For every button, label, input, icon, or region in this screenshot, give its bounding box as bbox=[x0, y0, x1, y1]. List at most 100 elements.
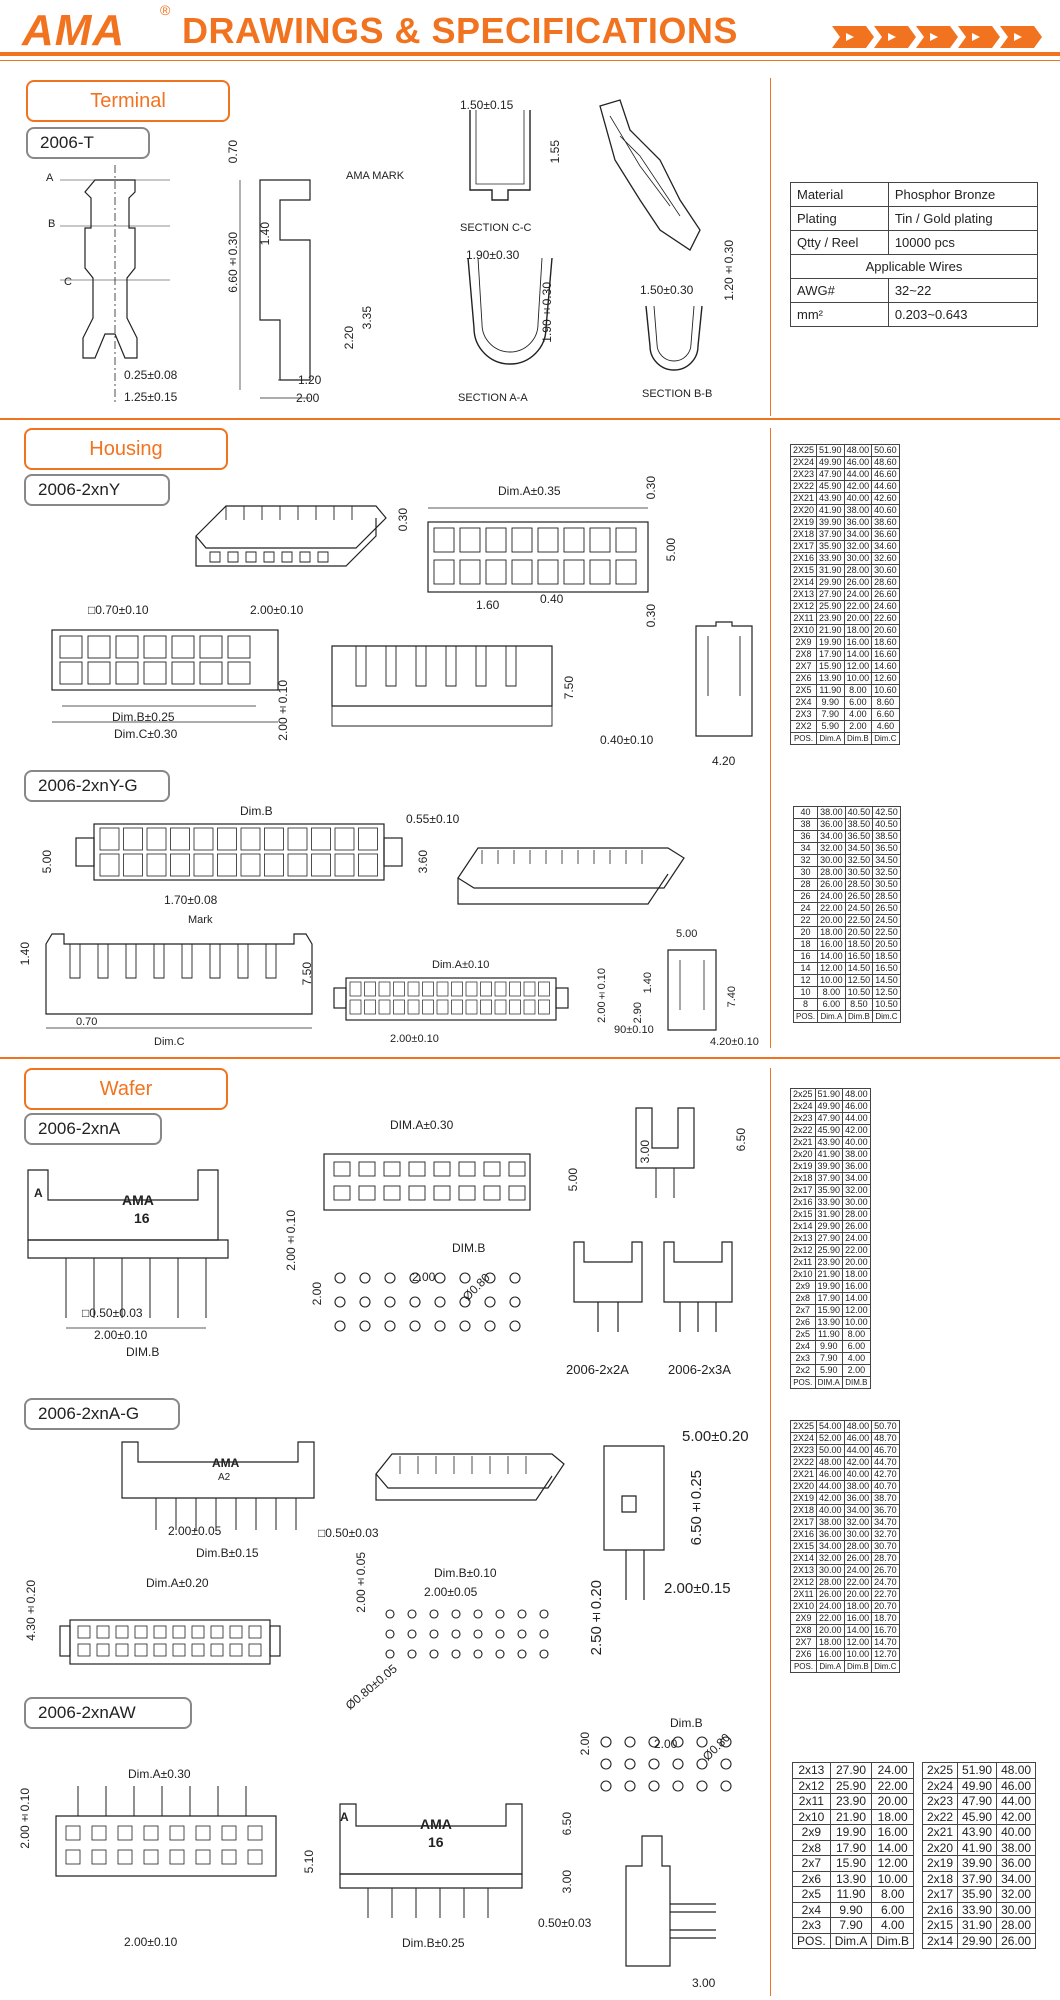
dim-label: 2.00±0.10 bbox=[390, 1033, 439, 1045]
table-cell: 20.50 bbox=[872, 938, 901, 951]
table-header-cell: Dim.C bbox=[872, 1010, 901, 1023]
table-cell: 19.90 bbox=[814, 1280, 844, 1293]
table-cell: 28.50 bbox=[844, 878, 874, 891]
table-cell: 16 bbox=[792, 950, 819, 963]
table-cell: 2X17 bbox=[789, 1516, 818, 1529]
table-header-cell: POS. bbox=[789, 732, 818, 745]
table-header-cell: DIM.A bbox=[814, 1376, 844, 1389]
dim-label: Dim.A±0.20 bbox=[146, 1576, 209, 1590]
table-cell: 8.50 bbox=[844, 998, 874, 1011]
table-cell: 21.90 bbox=[816, 624, 845, 637]
table-cell: 48.70 bbox=[871, 1432, 900, 1445]
table-cell: 16.00 bbox=[843, 636, 873, 649]
table-cell: 2x3 bbox=[792, 1917, 831, 1934]
dim-label: 1.40 bbox=[18, 942, 32, 966]
table-cell: 24.00 bbox=[817, 890, 846, 903]
table-cell: 46.00 bbox=[843, 456, 873, 469]
section-aa-label: SECTION A-A bbox=[458, 392, 528, 404]
dim-label: Dim.B±0.25 bbox=[402, 1936, 465, 1950]
table-cell: 17.90 bbox=[814, 1292, 844, 1305]
table-cell: 48.00 bbox=[843, 444, 873, 457]
label-b: B bbox=[48, 218, 56, 230]
table-cell: 16.00 bbox=[817, 938, 846, 951]
table-cell: 40 bbox=[792, 806, 819, 819]
table-cell: 2X7 bbox=[789, 1636, 818, 1649]
dim-label: 7.50 bbox=[562, 676, 576, 700]
table-cell: 28.60 bbox=[871, 576, 900, 589]
table-cell: 26 bbox=[792, 890, 819, 903]
table-cell: 38.50 bbox=[872, 830, 901, 843]
table-cell: 2X9 bbox=[789, 1612, 818, 1625]
table-cell: 47.90 bbox=[816, 468, 845, 481]
table-cell: 18.60 bbox=[871, 636, 900, 649]
wafer-g-side-view bbox=[596, 1436, 676, 1616]
housing-g-iso-view bbox=[452, 838, 692, 918]
wafer-front-view bbox=[22, 1164, 262, 1354]
table-cell: 2X24 bbox=[789, 456, 818, 469]
table-cell: 20.70 bbox=[871, 1600, 900, 1613]
table-cell: 34.50 bbox=[844, 842, 874, 855]
table-cell: 20.00 bbox=[816, 1624, 845, 1637]
table-cell: 42.00 bbox=[842, 1124, 871, 1137]
dim-label: Dim.C bbox=[154, 1036, 185, 1048]
table-cell: 22.50 bbox=[844, 914, 874, 927]
table-cell: 30.70 bbox=[871, 1540, 900, 1553]
table-cell: 14.00 bbox=[842, 1292, 871, 1305]
table-cell: 2X15 bbox=[789, 1540, 818, 1553]
housing-iso-view bbox=[190, 496, 390, 576]
table-cell: 48.00 bbox=[842, 1088, 871, 1101]
table-cell: 23.90 bbox=[814, 1256, 844, 1269]
table-header-cell: Dim.A bbox=[816, 1660, 845, 1673]
section-divider bbox=[0, 418, 1060, 420]
table-cell: 10.50 bbox=[872, 998, 901, 1011]
table-cell: 15.90 bbox=[816, 660, 845, 673]
table-cell: 22.00 bbox=[871, 1777, 915, 1794]
terminal-iso-view bbox=[590, 96, 710, 256]
table-cell: 30.50 bbox=[844, 866, 874, 879]
housing-g-top-view bbox=[70, 816, 410, 886]
table-cell: 2.00 bbox=[843, 720, 873, 733]
table-cell: 26.50 bbox=[844, 890, 874, 903]
table-cell: 2X23 bbox=[789, 468, 818, 481]
housing-bottom-view bbox=[46, 620, 286, 730]
dim-label: DIM.B bbox=[452, 1241, 486, 1255]
table-cell: 2X4 bbox=[789, 696, 818, 709]
table-cell: 35.90 bbox=[814, 1184, 844, 1197]
table-cell: 16.60 bbox=[871, 648, 900, 661]
table-cell: 34.00 bbox=[842, 1172, 871, 1185]
table-cell: 2X8 bbox=[789, 648, 818, 661]
wafer-g-front-view bbox=[116, 1436, 346, 1546]
table-cell: 24.50 bbox=[844, 902, 874, 915]
table-cell: 49.90 bbox=[816, 456, 845, 469]
dim-label: 2.00±0.05 bbox=[354, 1552, 368, 1613]
dim-label: 2.00 bbox=[654, 1737, 678, 1751]
table-cell: 8.00 bbox=[871, 1886, 915, 1903]
table-cell: 41.90 bbox=[814, 1148, 844, 1161]
header-arrows-icon bbox=[832, 26, 1042, 53]
dim-label: 0.30 bbox=[644, 476, 658, 500]
table-cell: 11.90 bbox=[829, 1886, 873, 1903]
